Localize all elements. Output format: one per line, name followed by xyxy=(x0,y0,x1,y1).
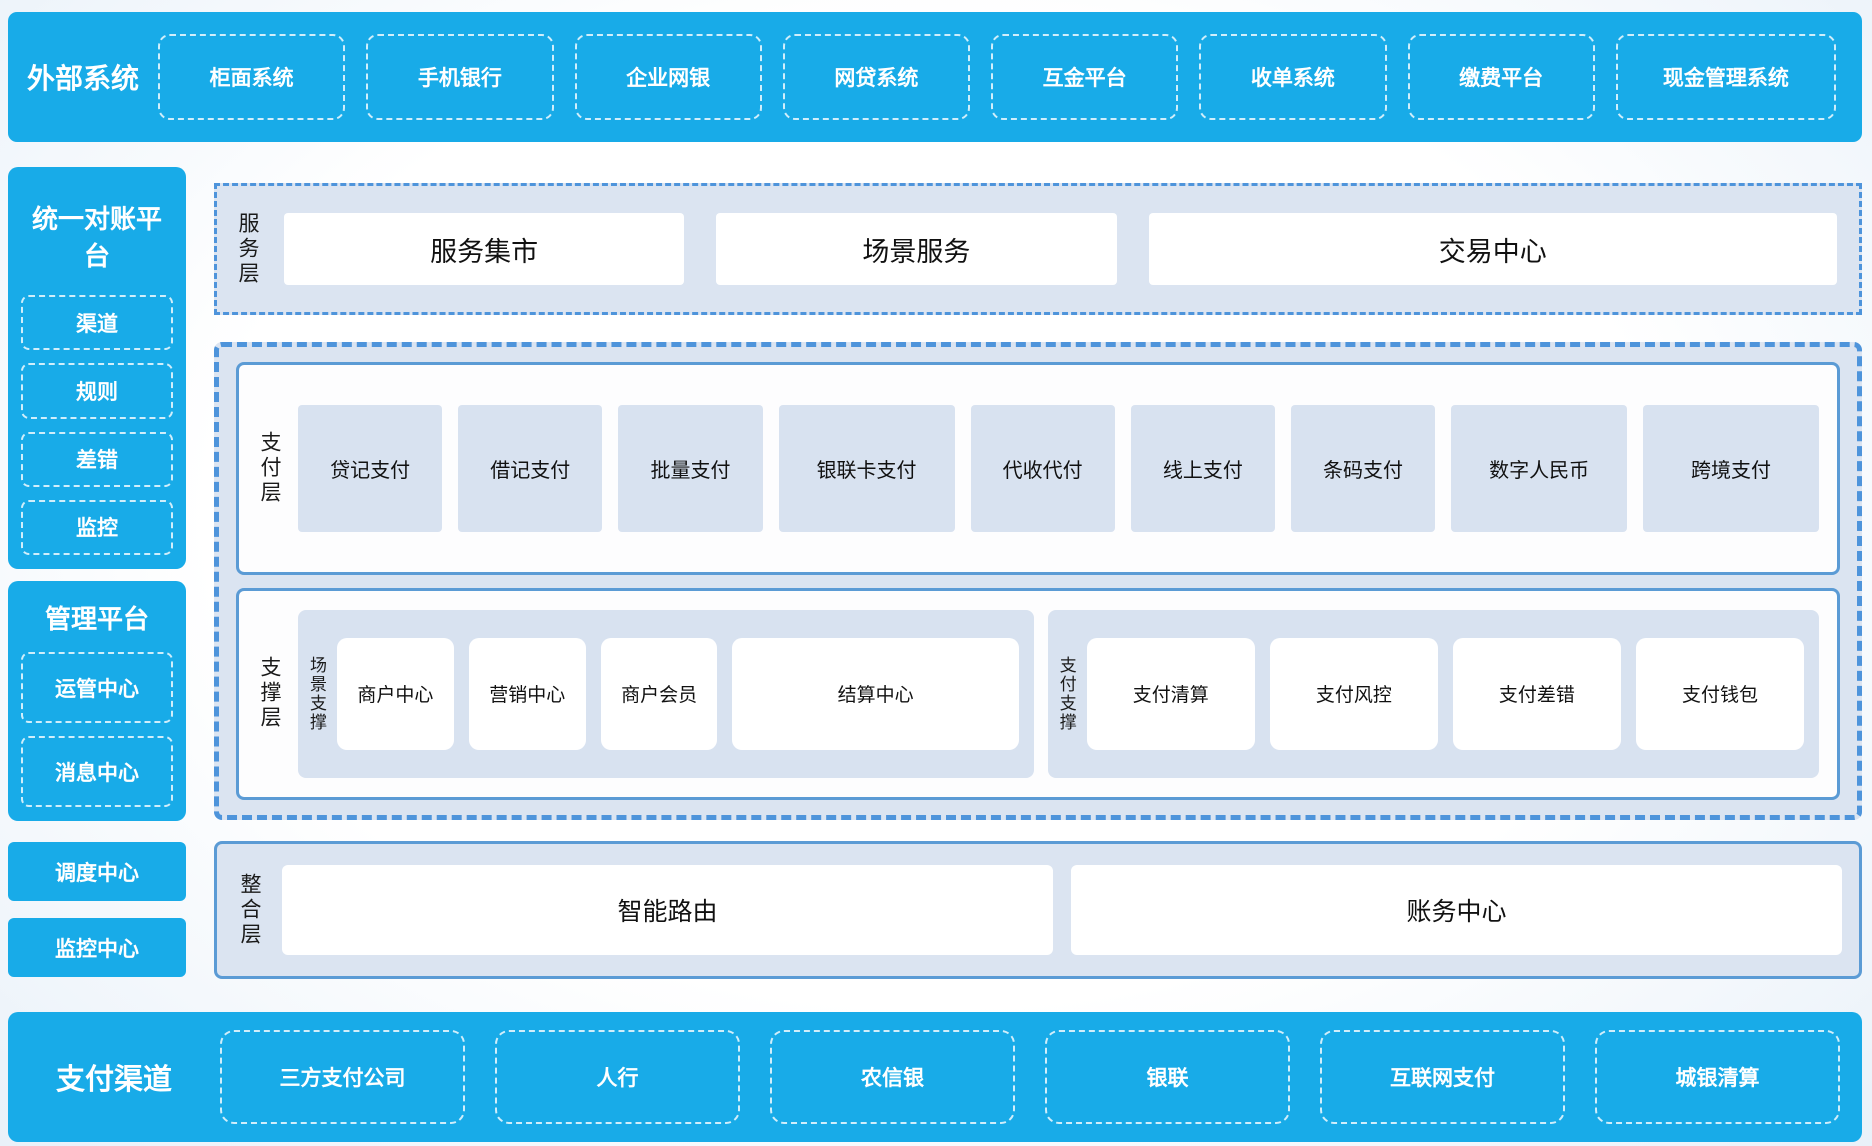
scene-support-item: 商户会员 xyxy=(600,637,718,750)
service-layer-items: 服务集市 场景服务 交易中心 xyxy=(284,213,1837,285)
integration-layer-label: 整合层 xyxy=(238,872,261,948)
external-system-item: 网贷系统 xyxy=(782,34,970,120)
management-items: 运管中心 消息中心 xyxy=(21,652,173,807)
reconciliation-platform-card: 统一对账平台 渠道 规则 差错 监控 xyxy=(8,167,186,569)
support-layer-groups: 场景支撑 商户中心 营销中心 商户会员 结算中心 支付支撑 支付清算 xyxy=(298,609,1819,778)
monitor-center-box: 监控中心 xyxy=(8,918,186,977)
external-systems-items: 柜面系统 手机银行 企业网银 网贷系统 互金平台 收单系统 缴费平台 现金管理系… xyxy=(158,34,1836,120)
scene-support-group: 场景支撑 商户中心 营销中心 商户会员 结算中心 xyxy=(298,609,1034,778)
reconciliation-platform-title: 统一对账平台 xyxy=(31,204,162,271)
payment-item: 跨境支付 xyxy=(1643,404,1819,532)
scene-support-label: 场景支撑 xyxy=(307,655,326,732)
reconciliation-items: 渠道 规则 差错 监控 xyxy=(21,295,173,555)
payment-item: 代收代付 xyxy=(970,404,1115,532)
payment-support-label: 支付支撑 xyxy=(1056,655,1076,732)
payment-channel-item: 人行 xyxy=(495,1030,740,1124)
payment-support-container: 支付层 贷记支付 借记支付 批量支付 银联卡支付 代收代付 线上支付 条码支付 … xyxy=(214,342,1862,820)
payment-channel-item: 互联网支付 xyxy=(1320,1030,1565,1124)
scene-support-item: 结算中心 xyxy=(732,637,1019,750)
reconciliation-item: 监控 xyxy=(21,499,173,555)
reconciliation-item: 渠道 xyxy=(21,295,173,351)
support-layer-box: 支撑层 场景支撑 商户中心 营销中心 商户会员 结算中心 xyxy=(236,587,1840,800)
payment-item: 条码支付 xyxy=(1290,404,1436,532)
payment-channels-title: 支付渠道 xyxy=(55,1064,172,1096)
external-system-item: 柜面系统 xyxy=(158,34,346,120)
payment-channel-item: 农信银 xyxy=(770,1030,1015,1124)
payment-item: 银联卡支付 xyxy=(778,404,955,532)
main-column: 服务层 服务集市 场景服务 交易中心 支付层 贷记支付 借记支付 批量支付 银联… xyxy=(214,167,1862,979)
external-system-item: 互金平台 xyxy=(991,34,1179,120)
reconciliation-item: 规则 xyxy=(21,363,173,419)
management-platform-title: 管理平台 xyxy=(44,604,149,634)
payment-support-item: 支付清算 xyxy=(1086,637,1255,750)
left-sidebar: 统一对账平台 渠道 规则 差错 监控 管理平台 运管中心 消息中心 调度中心 监… xyxy=(8,167,186,979)
payment-item: 线上支付 xyxy=(1130,404,1275,532)
payment-channel-item: 三方支付公司 xyxy=(220,1030,465,1124)
payment-support-item: 支付差错 xyxy=(1452,637,1621,750)
payment-item: 批量支付 xyxy=(618,404,763,532)
payment-item: 数字人民币 xyxy=(1451,404,1628,532)
payment-support-item: 支付钱包 xyxy=(1635,637,1804,750)
payment-channel-item: 城银清算 xyxy=(1595,1030,1840,1124)
service-item: 服务集市 xyxy=(284,213,685,285)
payment-channels-bar: 支付渠道 三方支付公司 人行 农信银 银联 互联网支付 城银清算 xyxy=(8,1012,1862,1142)
middle-row: 统一对账平台 渠道 规则 差错 监控 管理平台 运管中心 消息中心 调度中心 监… xyxy=(8,167,1862,979)
integration-layer-items: 智能路由 账务中心 xyxy=(282,865,1842,955)
external-systems-bar: 外部系统 柜面系统 手机银行 企业网银 网贷系统 互金平台 收单系统 缴费平台 … xyxy=(8,12,1862,142)
payment-channels-items: 三方支付公司 人行 农信银 银联 互联网支付 城银清算 xyxy=(220,1030,1840,1124)
management-item: 消息中心 xyxy=(21,736,173,807)
external-system-item: 收单系统 xyxy=(1199,34,1387,120)
payment-support-group: 支付支撑 支付清算 支付风控 支付差错 支付钱包 xyxy=(1047,609,1819,778)
support-layer-label: 支撑层 xyxy=(258,656,281,732)
dispatch-center-box: 调度中心 xyxy=(8,842,186,901)
reconciliation-item: 差错 xyxy=(21,431,173,487)
service-layer-label: 服务层 xyxy=(236,211,259,287)
payment-channel-item: 银联 xyxy=(1045,1030,1290,1124)
integration-item: 账务中心 xyxy=(1071,865,1842,955)
external-system-item: 企业网银 xyxy=(574,34,762,120)
payment-layer-box: 支付层 贷记支付 借记支付 批量支付 银联卡支付 代收代付 线上支付 条码支付 … xyxy=(236,362,1840,575)
scene-support-items: 商户中心 营销中心 商户会员 结算中心 xyxy=(337,637,1019,750)
external-system-item: 现金管理系统 xyxy=(1615,34,1836,120)
management-platform-card: 管理平台 运管中心 消息中心 xyxy=(8,581,186,821)
payment-item: 贷记支付 xyxy=(298,404,443,532)
service-item: 场景服务 xyxy=(716,213,1117,285)
external-system-item: 手机银行 xyxy=(366,34,554,120)
service-item: 交易中心 xyxy=(1148,213,1837,285)
scene-support-item: 营销中心 xyxy=(468,637,586,750)
scene-support-item: 商户中心 xyxy=(337,637,454,750)
integration-item: 智能路由 xyxy=(282,865,1053,955)
external-system-item: 缴费平台 xyxy=(1407,34,1595,120)
management-item: 运管中心 xyxy=(21,652,173,723)
integration-layer-section: 整合层 智能路由 账务中心 xyxy=(214,841,1862,979)
payment-support-items: 支付清算 支付风控 支付差错 支付钱包 xyxy=(1086,637,1804,750)
payment-layer-label: 支付层 xyxy=(258,430,281,506)
payment-support-item: 支付风控 xyxy=(1269,637,1438,750)
external-systems-title: 外部系统 xyxy=(26,63,139,94)
payment-item: 借记支付 xyxy=(458,404,603,532)
payment-layer-items: 贷记支付 借记支付 批量支付 银联卡支付 代收代付 线上支付 条码支付 数字人民… xyxy=(298,404,1819,532)
service-layer-section: 服务层 服务集市 场景服务 交易中心 xyxy=(214,183,1862,315)
